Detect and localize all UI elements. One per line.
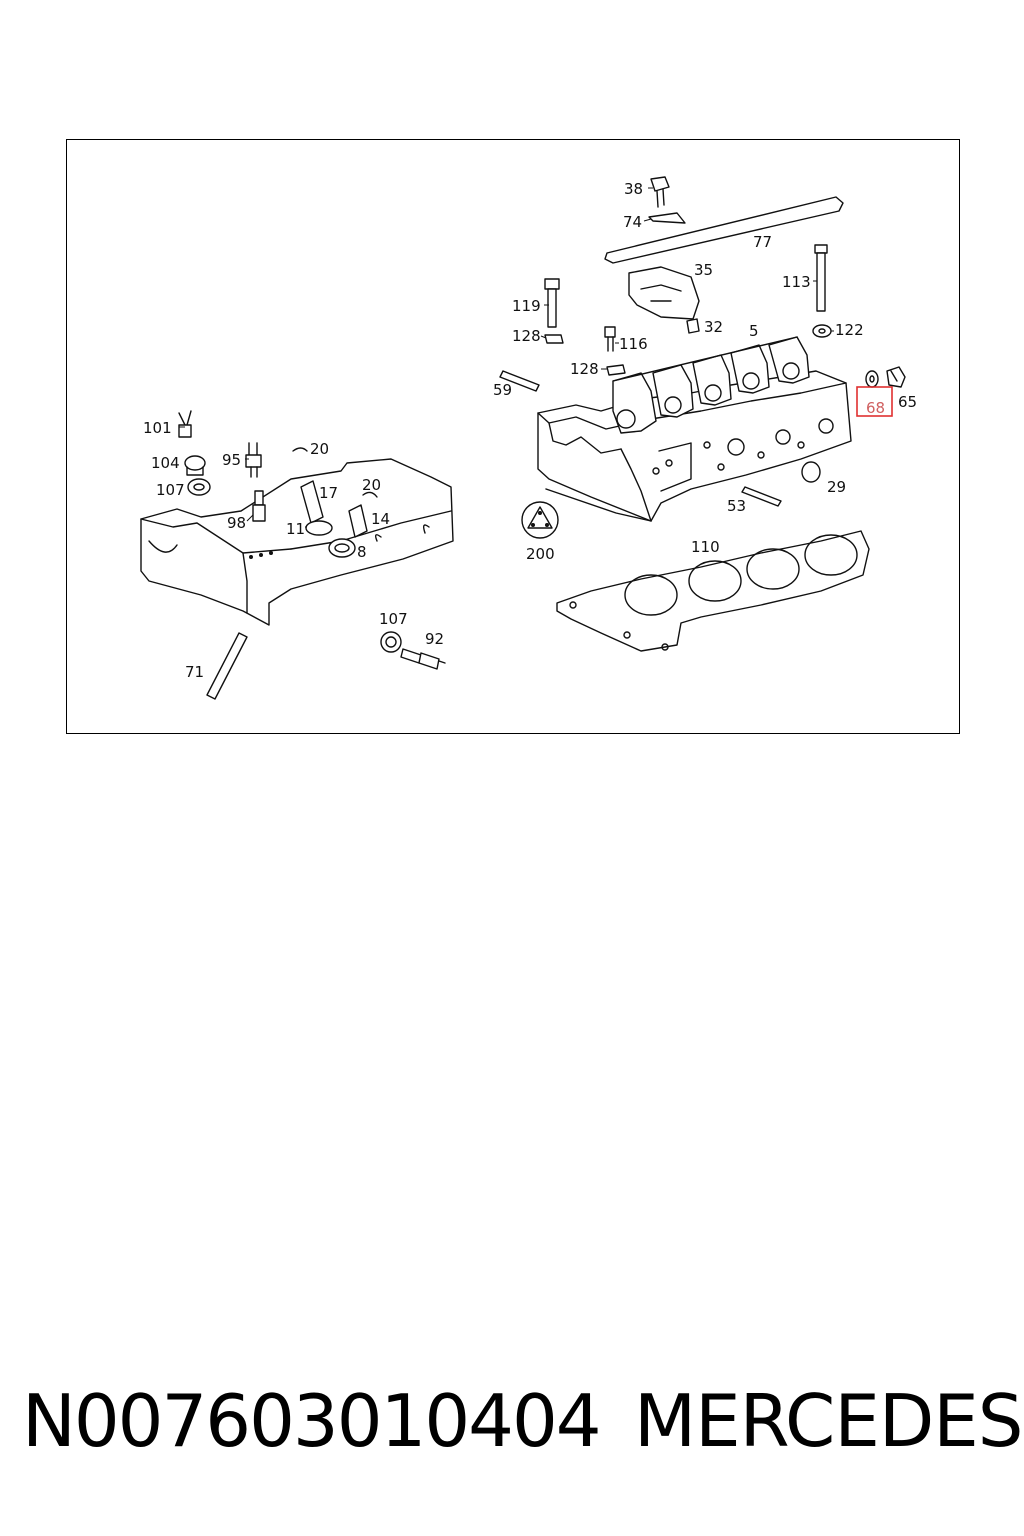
bolt-38[interactable]: [650, 176, 670, 208]
leader-lines: [179, 187, 834, 528]
washer-128-right[interactable]: [606, 364, 626, 376]
seal-ring-107-upper[interactable]: [187, 478, 211, 496]
engine-cylinder-head-exploded-diagram: 38 74 77 35 113 119 128 116 32 5 122 128…: [140, 176, 917, 700]
sensor-98[interactable]: [252, 490, 266, 522]
callout-74: 74: [623, 213, 642, 231]
callout-53: 53: [727, 497, 746, 515]
callout-200: 200: [526, 545, 555, 563]
highlight-box-68: [856, 386, 893, 417]
stud-53[interactable]: [741, 486, 782, 507]
cap-104[interactable]: [184, 455, 206, 476]
bracket-74[interactable]: [648, 212, 686, 224]
pipe-71[interactable]: [206, 632, 248, 700]
callout-29: 29: [827, 478, 846, 496]
callout-119: 119: [512, 297, 541, 315]
callout-71: 71: [185, 663, 204, 681]
callout-92: 92: [425, 630, 444, 648]
callout-38: 38: [624, 180, 643, 198]
part-number: N007603010404: [22, 1379, 602, 1463]
plug-29[interactable]: [801, 461, 821, 483]
sleeve-14[interactable]: [348, 504, 368, 538]
callout-32: 32: [704, 318, 723, 336]
callout-65: 65: [898, 393, 917, 411]
callout-68: 68: [866, 399, 885, 417]
sensor-92[interactable]: [400, 648, 446, 670]
cylinder-head-cover[interactable]: [140, 458, 454, 626]
seal-8[interactable]: [328, 538, 356, 558]
sleeve-32[interactable]: [686, 318, 700, 334]
callout-104: 104: [151, 454, 180, 472]
callout-59: 59: [493, 381, 512, 399]
parts-diagram-frame: 38 74 77 35 113 119 128 116 32 5 122 128…: [66, 139, 960, 734]
callout-35: 35: [694, 261, 713, 279]
washer-122[interactable]: [812, 324, 832, 338]
callout-17: 17: [319, 484, 338, 502]
stud-59[interactable]: [499, 370, 540, 392]
callout-128-lower: 128: [570, 360, 599, 378]
seal-ring-68[interactable]: [865, 370, 879, 388]
callout-14: 14: [371, 510, 390, 528]
oil-rail-77[interactable]: [604, 196, 844, 264]
callout-95: 95: [222, 451, 241, 469]
camshaft-bearing-caps[interactable]: [612, 336, 810, 434]
brand-name: MERCEDES: [634, 1379, 1023, 1463]
bolt-116[interactable]: [604, 326, 616, 352]
callout-110: 110: [691, 538, 720, 556]
head-gasket-110[interactable]: [556, 530, 870, 652]
seal-ring-107-lower[interactable]: [380, 631, 402, 653]
callout-77: 77: [753, 233, 772, 251]
camshaft-bearing-block-35[interactable]: [628, 266, 700, 320]
callout-128-upper: 128: [512, 327, 541, 345]
sensor-95[interactable]: [245, 442, 262, 478]
callout-107-lower: 107: [379, 610, 408, 628]
callout-113: 113: [782, 273, 811, 291]
plug-65[interactable]: [886, 366, 906, 388]
cylinder-head[interactable]: [537, 370, 852, 522]
callout-11: 11: [286, 520, 305, 538]
callout-116: 116: [619, 335, 648, 353]
connector-101[interactable]: [178, 410, 192, 438]
sleeve-17[interactable]: [300, 480, 324, 524]
clip-20-lower[interactable]: [362, 491, 378, 498]
callout-20-upper: 20: [310, 440, 329, 458]
callout-8: 8: [357, 543, 367, 561]
ring-11[interactable]: [305, 520, 333, 536]
washer-128-left[interactable]: [544, 334, 564, 344]
clip-20-upper[interactable]: [292, 447, 308, 452]
callout-labels: 38 74 77 35 113 119 128 116 32 5 122 128…: [143, 180, 917, 681]
plate-200[interactable]: [521, 501, 559, 539]
bolt-119[interactable]: [544, 278, 560, 328]
callout-107-upper: 107: [156, 481, 185, 499]
callout-122: 122: [835, 321, 864, 339]
callout-101: 101: [143, 419, 172, 437]
long-bolt-113[interactable]: [814, 244, 828, 312]
callout-98: 98: [227, 514, 246, 532]
footer: N007603010404 MERCEDES: [22, 1378, 1023, 1468]
callout-20-lower: 20: [362, 476, 381, 494]
callout-5: 5: [749, 322, 759, 340]
